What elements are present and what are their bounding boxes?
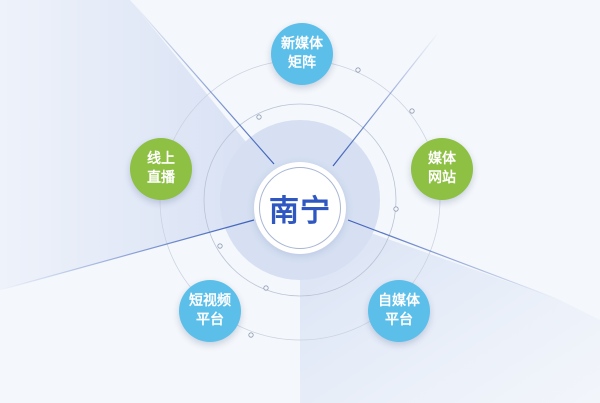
node-new-media-matrix[interactable]: 新媒体 矩阵 (271, 23, 333, 85)
node-label-line1: 线上 (147, 151, 175, 167)
connector-line-w (0, 219, 255, 291)
connector-line-nw (129, 0, 275, 165)
right-wedge-shape (300, 208, 600, 403)
node-label-line1: 自媒体 (378, 293, 420, 309)
node-self-media-platform[interactable]: 自媒体 平台 (368, 280, 430, 342)
node-label-line2: 直播 (147, 170, 175, 186)
node-label-line2: 平台 (385, 312, 413, 328)
connector-line-e (347, 219, 561, 301)
node-online-live[interactable]: 线上 直播 (130, 138, 192, 200)
center-node[interactable]: 南宁 (254, 162, 346, 254)
orbit-dots (217, 67, 415, 338)
connector-line-ne (332, 32, 439, 167)
node-media-website[interactable]: 媒体 网站 (411, 138, 473, 200)
node-label-line2: 网站 (428, 170, 456, 186)
orbit-ring-inner (203, 103, 397, 297)
node-label-line2: 矩阵 (288, 55, 316, 71)
center-label: 南宁 (269, 194, 331, 229)
node-label-line1: 新媒体 (281, 36, 323, 52)
node-short-video-platform[interactable]: 短视频 平台 (179, 280, 241, 342)
node-label-line1: 短视频 (189, 293, 231, 309)
node-label-line2: 平台 (196, 312, 224, 328)
node-label-line1: 媒体 (428, 151, 456, 167)
